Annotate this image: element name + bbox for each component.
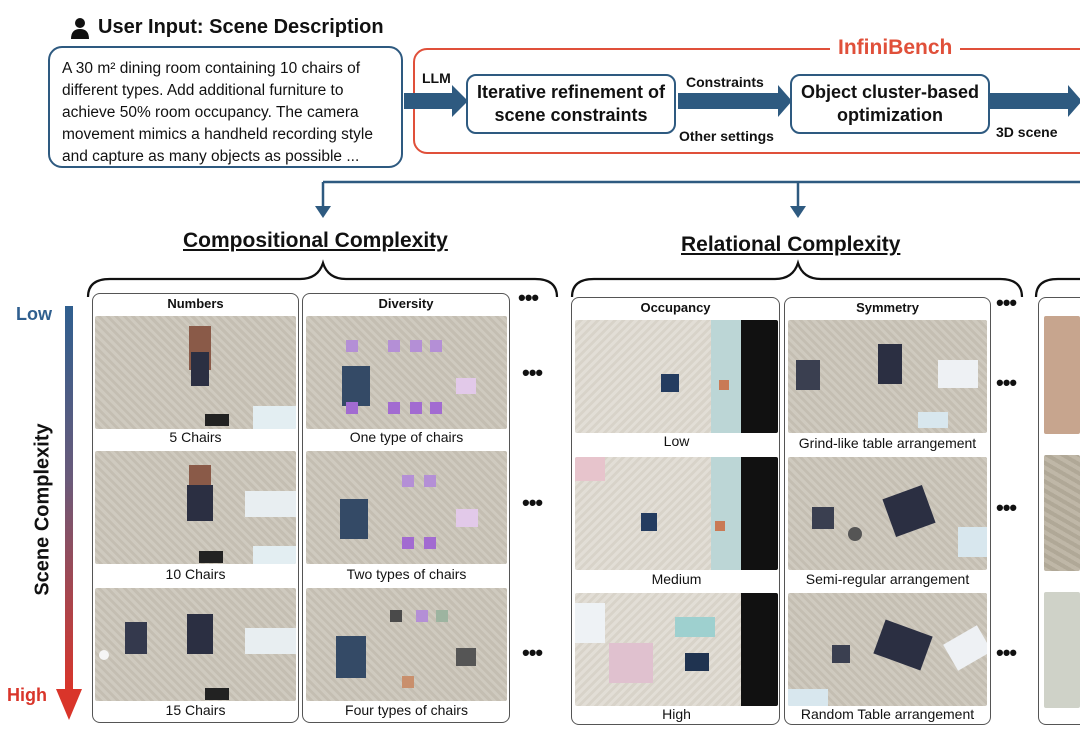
llm-label: LLM [422,70,451,86]
occupancy-caption-2: Medium [651,571,702,587]
diversity-image-3 [306,588,507,701]
description-line: A 30 m² dining room containing 10 chairs… [62,60,361,77]
numbers-image-2 [95,451,296,564]
relational-title: Relational Complexity [681,233,901,256]
llm-arrow [404,85,468,117]
cropped-image-1 [1044,316,1080,434]
ellipsis: ••• [522,360,543,385]
occupancy-caption-3: High [662,706,691,722]
complexity-arrow [56,306,82,720]
pipeline-arrows [404,85,1080,117]
description-line: movement mimics a handheld recording sty… [62,126,373,143]
ellipsis: ••• [996,495,1017,520]
scene-label: 3D scene [996,124,1058,140]
description-line: different types. Add additional furnitur… [62,82,344,99]
numbers-caption-1: 5 Chairs [169,429,222,445]
occupancy-image-3 [575,593,778,706]
occupancy-caption-1: Low [663,433,690,449]
compositional-title: Compositional Complexity [183,229,448,252]
occupancy-image-2 [575,457,778,570]
user-input-title-text: User Input: Scene Description [98,16,384,38]
scene-arrow [990,85,1080,117]
description-line: and capture as many objects as possible … [62,148,360,165]
compositional-brace [86,259,559,298]
diversity-caption-1: One type of chairs [349,429,464,445]
ellipsis: ••• [996,370,1017,395]
description-line: achieve 50% room occupancy. The camera [62,104,359,121]
ellipsis: ••• [522,490,543,515]
symmetry-caption-2: Semi-regular arrangement [805,571,970,587]
symmetry-image-1 [788,320,987,433]
relational-brace [570,259,1024,298]
symmetry-image-3 [788,593,987,706]
other-settings-label: Other settings [679,128,774,144]
numbers-image-3 [95,588,296,701]
optimization-step: Object cluster-based optimization [790,74,990,134]
axis-low-label: Low [16,304,52,324]
occupancy-image-1 [575,320,778,433]
numbers-title: Numbers [167,296,224,311]
diversity-caption-2: Two types of chairs [346,566,467,582]
ellipsis: ••• [996,640,1017,665]
constraints-label: Constraints [686,74,764,90]
numbers-image-1 [95,316,296,429]
diversity-image-2 [306,451,507,564]
numbers-caption-3: 15 Chairs [165,702,226,718]
ellipsis: ••• [518,285,539,310]
user-icon [71,17,89,39]
diversity-caption-3: Four types of chairs [345,702,468,718]
refinement-step: Iterative refinement of scene constraint… [466,74,676,134]
constraints-arrow [678,85,792,117]
symmetry-title: Symmetry [856,300,919,315]
braces [86,259,1080,298]
occupancy-title: Occupancy [640,300,711,315]
cropped-image-3 [1044,592,1080,708]
symmetry-caption-3: Random Table arrangement [800,706,975,722]
infinibench-title: InfiniBench [830,36,961,60]
user-input-title: User Input: Scene Description [70,16,384,39]
axis-label: Scene Complexity [31,423,54,596]
diversity-image-1 [306,316,507,429]
ellipsis: ••• [522,640,543,665]
symmetry-caption-1: Grind-like table arrangement [798,435,977,451]
diversity-title: Diversity [378,296,434,311]
scene-description-box: A 30 m² dining room containing 10 chairs… [48,46,403,168]
section-connectors [315,180,1080,218]
symmetry-image-2 [788,457,987,570]
numbers-caption-2: 10 Chairs [165,566,226,582]
ellipsis: ••• [996,290,1017,315]
axis-high-label: High [7,685,47,705]
cropped-image-2 [1044,455,1080,571]
